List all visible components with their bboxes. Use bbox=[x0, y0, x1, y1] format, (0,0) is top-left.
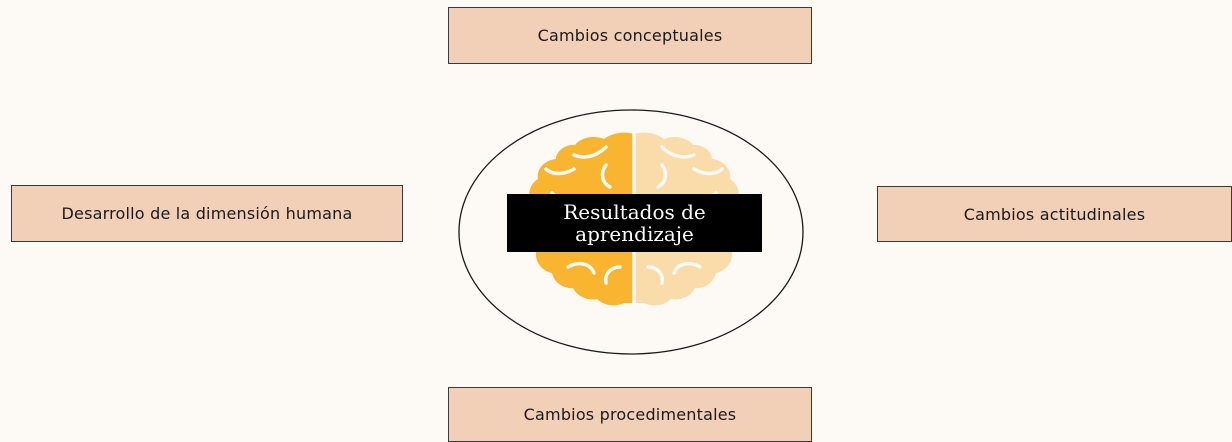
node-cambios-conceptuales: Cambios conceptuales bbox=[448, 7, 812, 64]
node-desarrollo-dimension-humana: Desarrollo de la dimensión humana bbox=[11, 185, 403, 242]
center-label: Resultados de aprendizaje bbox=[507, 194, 762, 252]
node-cambios-actitudinales: Cambios actitudinales bbox=[877, 186, 1232, 242]
node-label: Cambios conceptuales bbox=[537, 26, 723, 45]
node-label: Cambios actitudinales bbox=[963, 204, 1146, 224]
node-label: Cambios procedimentales bbox=[523, 405, 737, 424]
center-label-line1: Resultados de bbox=[563, 200, 706, 224]
node-label: Desarrollo de la dimensión humana bbox=[61, 204, 353, 223]
center-label-line2: aprendizaje bbox=[575, 222, 694, 246]
node-cambios-procedimentales: Cambios procedimentales bbox=[448, 387, 812, 442]
